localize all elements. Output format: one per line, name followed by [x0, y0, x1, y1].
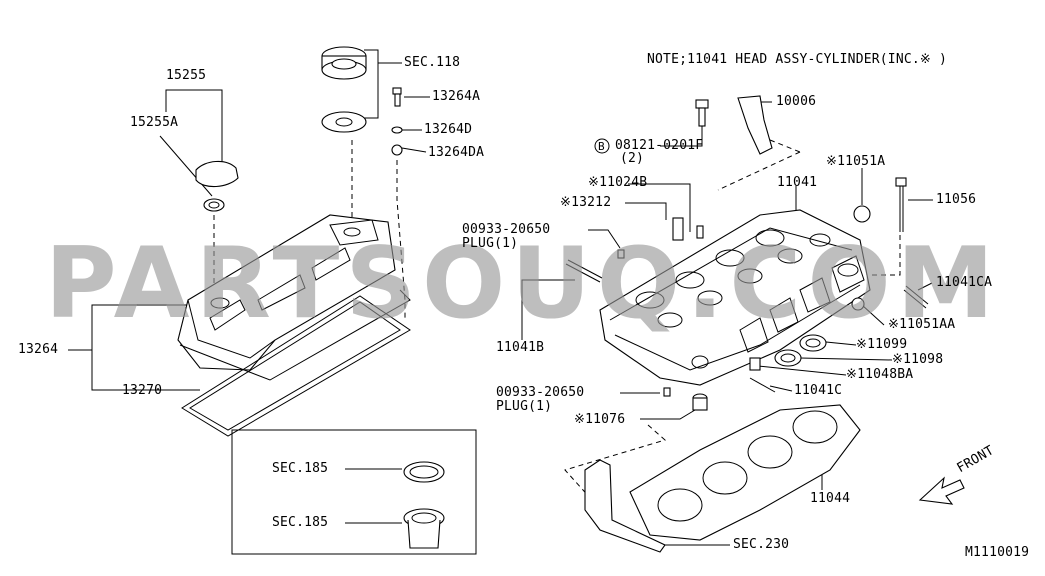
- label-08121: 08121-0201F: [615, 138, 704, 153]
- label-13264: 13264: [18, 342, 59, 357]
- b-circle-icon: [594, 138, 610, 154]
- dash-10006b: [717, 151, 801, 191]
- gasket-13270: [181, 295, 411, 437]
- label-11041CA: 11041CA: [936, 275, 993, 290]
- cylinder-head: [599, 209, 871, 386]
- label-13212: ※13212: [560, 195, 612, 210]
- sec185-plug: [403, 508, 445, 549]
- label-plug2-code: 00933-20650: [496, 385, 585, 400]
- stud-11041CA-2: [905, 285, 929, 305]
- stud-11041CA: [903, 289, 927, 309]
- leader-11024B: [628, 183, 691, 232]
- label-13270: 13270: [122, 383, 163, 398]
- stud-11041C: [749, 377, 776, 393]
- dash-11076: [564, 424, 667, 501]
- label-11099: ※11099: [856, 337, 908, 352]
- rocker-cover: [177, 214, 411, 381]
- leader-08121: [660, 124, 703, 147]
- label-plug1-name: PLUG(1): [462, 236, 519, 251]
- plug-11051A: [853, 205, 871, 223]
- label-11098: ※11098: [892, 352, 944, 367]
- leader-11041C: [769, 385, 793, 392]
- stud-11041B: [565, 263, 601, 283]
- label-plug1-code: 00933-20650: [462, 222, 551, 237]
- watermark: PARTSOUQ.COM: [44, 227, 1001, 341]
- label-15255A: 15255A: [130, 115, 179, 130]
- b-circle-letter: B: [598, 140, 605, 153]
- leader-plug1: [588, 229, 621, 249]
- label-11041: 11041: [777, 175, 818, 190]
- leader-15255A: [159, 135, 213, 197]
- label-11076: ※11076: [574, 412, 626, 427]
- gasket-13270-inner: [189, 301, 401, 431]
- label-11048BA: ※11048BA: [846, 367, 914, 382]
- figure-code: M1110019: [965, 545, 1030, 560]
- plug-11051AA: [851, 297, 865, 311]
- label-11041B: 11041B: [496, 340, 545, 355]
- dash-13264D: [396, 160, 406, 320]
- label-sec230: SEC.230: [733, 537, 790, 552]
- bracket-10006: [737, 95, 773, 155]
- label-13264D: 13264D: [424, 122, 473, 137]
- sec118-bracket: [364, 49, 379, 119]
- leader-11041B: [521, 279, 575, 340]
- label-11056: 11056: [936, 192, 977, 207]
- leader-11099: [825, 341, 857, 346]
- part-11076: [692, 393, 708, 411]
- sec118-part: [321, 46, 367, 133]
- bolt-08121: [695, 99, 709, 127]
- leader-11041CA: [917, 282, 933, 291]
- label-11041C: 11041C: [794, 383, 843, 398]
- label-11051A: ※11051A: [826, 154, 886, 169]
- sec185-seal: [403, 461, 445, 483]
- label-13264DA: 13264DA: [428, 145, 485, 160]
- label-sec185-b: SEC.185: [272, 515, 329, 530]
- label-11051AA: ※11051AA: [888, 317, 956, 332]
- label-plug2-name: PLUG(1): [496, 399, 553, 414]
- leader-13264DA: [401, 147, 427, 153]
- leader-13212: [625, 202, 667, 220]
- label-13264A: 13264A: [432, 89, 481, 104]
- label-10006: 10006: [776, 94, 817, 109]
- leader-11048BA: [757, 365, 847, 376]
- part-11024B: [696, 225, 704, 239]
- head-gasket: [629, 404, 861, 541]
- sec185-box: [231, 429, 477, 555]
- sec230-bracket: [584, 459, 666, 553]
- leader-11076: [640, 409, 696, 420]
- label-sec118: SEC.118: [404, 55, 461, 70]
- dash-11056: [870, 235, 901, 276]
- plug2-part: [663, 387, 671, 397]
- label-sec185-a: SEC.185: [272, 461, 329, 476]
- part-13212: [672, 217, 684, 241]
- bracket-13264: [91, 304, 225, 391]
- plug1-part: [617, 249, 625, 259]
- front-arrow-icon: [918, 476, 965, 505]
- dash-10006: [769, 139, 801, 153]
- cap-15255: [195, 160, 239, 212]
- leader-11051AA: [861, 304, 885, 326]
- label-11044: 11044: [810, 491, 851, 506]
- washer-13264D: [391, 126, 403, 134]
- bolt-13264A: [392, 87, 402, 107]
- part-11048BA: [749, 357, 761, 371]
- seal-11099: [799, 334, 827, 352]
- note-text: NOTE;11041 HEAD ASSY-CYLINDER(INC.※ ): [647, 52, 948, 67]
- label-08121-qty: (2): [620, 151, 645, 166]
- label-15255: 15255: [166, 68, 207, 83]
- leader-11098: [799, 357, 893, 361]
- bolt-11056: [895, 177, 907, 232]
- seal-11098: [774, 349, 802, 367]
- label-11024B: ※11024B: [588, 175, 648, 190]
- stud-11041B-2: [567, 259, 603, 279]
- nut-13264DA: [391, 144, 403, 156]
